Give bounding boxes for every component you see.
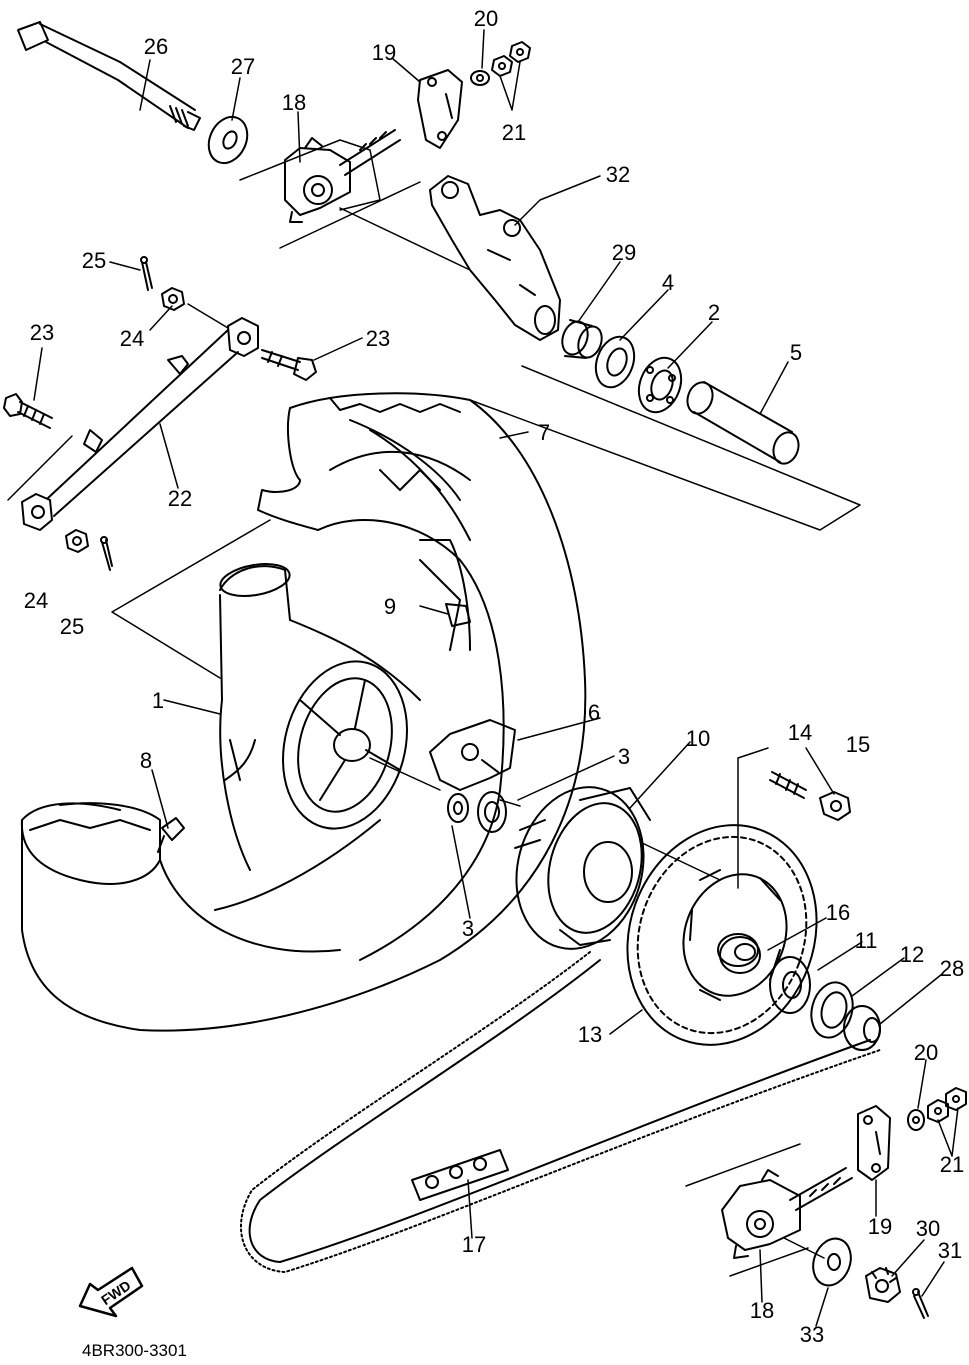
callout-9: 9 <box>384 594 396 619</box>
callout-19-lower: 19 <box>868 1214 892 1239</box>
callout-24-lower: 24 <box>24 588 48 613</box>
guide-lines-upper <box>239 139 471 271</box>
callout-16: 16 <box>826 900 850 925</box>
cotter-pin-25-upper <box>140 256 153 291</box>
washer-20-lower <box>907 1109 925 1131</box>
balance-weight-9 <box>445 603 471 627</box>
chain-puller-plate-lower <box>857 1105 891 1181</box>
callout-25-lower: 25 <box>60 614 84 639</box>
callout-21-upper: 21 <box>502 120 526 145</box>
nut-24-lower <box>65 529 89 553</box>
callout-6: 6 <box>588 700 600 725</box>
bearing-3-lower <box>447 793 469 823</box>
callout-31: 31 <box>938 1238 962 1263</box>
callout-23-left: 23 <box>30 320 54 345</box>
callout-15: 15 <box>846 732 870 757</box>
callout-13: 13 <box>578 1022 602 1047</box>
washer-27 <box>207 115 249 165</box>
callout-2: 2 <box>708 300 720 325</box>
torque-rod-22 <box>21 317 259 531</box>
callout-30: 30 <box>916 1216 940 1241</box>
rear-tire <box>20 392 587 1032</box>
callout-24-upper: 24 <box>120 326 144 351</box>
rear-wheel <box>214 539 471 911</box>
callout-20-upper: 20 <box>474 6 498 31</box>
callout-32: 32 <box>606 162 630 187</box>
collar-16 <box>717 933 759 967</box>
chain-puller-plate-upper <box>417 69 463 149</box>
callout-14: 14 <box>788 720 812 745</box>
stud-14 <box>769 771 807 799</box>
bearing-3-upper <box>477 791 507 833</box>
forward-arrow-icon: FWD <box>78 1266 144 1318</box>
callout-20-lower: 20 <box>914 1040 938 1065</box>
guide-lines-right <box>469 365 861 531</box>
cotter-pin-25-lower <box>100 536 113 571</box>
guide-lines-hub <box>369 757 521 807</box>
axle-bolt <box>17 21 201 131</box>
castle-nut-30 <box>865 1267 901 1303</box>
cotter-pin-31 <box>912 1288 929 1319</box>
callout-33: 33 <box>800 1322 824 1347</box>
nuts-21-lower <box>927 1087 967 1123</box>
callout-3-upper: 3 <box>618 744 630 769</box>
callout-18-lower: 18 <box>750 1298 774 1323</box>
callout-5: 5 <box>790 340 802 365</box>
drive-chain-17 <box>240 951 881 1273</box>
guide-lines-left <box>7 303 229 501</box>
callout-22: 22 <box>168 486 192 511</box>
washer-20-upper <box>470 70 490 86</box>
callout-11: 11 <box>855 928 878 953</box>
nuts-21-upper <box>491 41 531 77</box>
sprocket-13 <box>626 824 818 1046</box>
bearing-2 <box>637 356 683 414</box>
callout-18-upper: 18 <box>282 90 306 115</box>
collar-28 <box>843 1005 881 1051</box>
guide-lines-sprocket <box>639 747 769 889</box>
chain-puller-right <box>721 1167 853 1259</box>
bearing-11 <box>769 956 811 1014</box>
callout-27: 27 <box>231 54 255 79</box>
spacer-5 <box>686 381 800 465</box>
callout-4: 4 <box>662 270 674 295</box>
callout-23-right: 23 <box>366 326 390 351</box>
callout-1: 1 <box>152 688 164 713</box>
collar-29 <box>561 319 603 359</box>
nut-15 <box>819 791 851 821</box>
valve-8 <box>157 817 185 853</box>
oil-seal-4 <box>594 335 636 389</box>
callout-labels: 26 27 18 19 20 21 32 29 4 2 5 25 24 23 2… <box>24 6 964 1347</box>
bolt-23-right <box>261 349 317 381</box>
bolt-23-left <box>3 393 53 429</box>
callout-7: 7 <box>538 420 550 445</box>
bracket-6 <box>429 719 516 791</box>
callout-25-upper: 25 <box>82 248 106 273</box>
guide-lines-lower <box>685 1143 825 1277</box>
callout-3-lower: 3 <box>462 916 474 941</box>
callout-8: 8 <box>140 748 152 773</box>
callout-10: 10 <box>686 726 710 751</box>
leader-lines <box>33 29 959 1327</box>
clutch-hub-10 <box>514 786 651 950</box>
washer-33 <box>812 1237 852 1287</box>
oil-seal-12 <box>810 981 854 1039</box>
callout-17: 17 <box>462 1232 486 1257</box>
chain-puller-left <box>284 129 401 223</box>
nut-24-upper <box>161 287 185 311</box>
callout-29: 29 <box>612 240 636 265</box>
callout-21-lower: 21 <box>940 1152 964 1177</box>
callout-28: 28 <box>940 956 964 981</box>
callout-12: 12 <box>900 942 924 967</box>
callout-19-upper: 19 <box>372 40 396 65</box>
diagram-code: 4BR300-3301 <box>82 1341 187 1360</box>
caliper-bracket <box>429 175 561 341</box>
callout-26: 26 <box>144 34 168 59</box>
